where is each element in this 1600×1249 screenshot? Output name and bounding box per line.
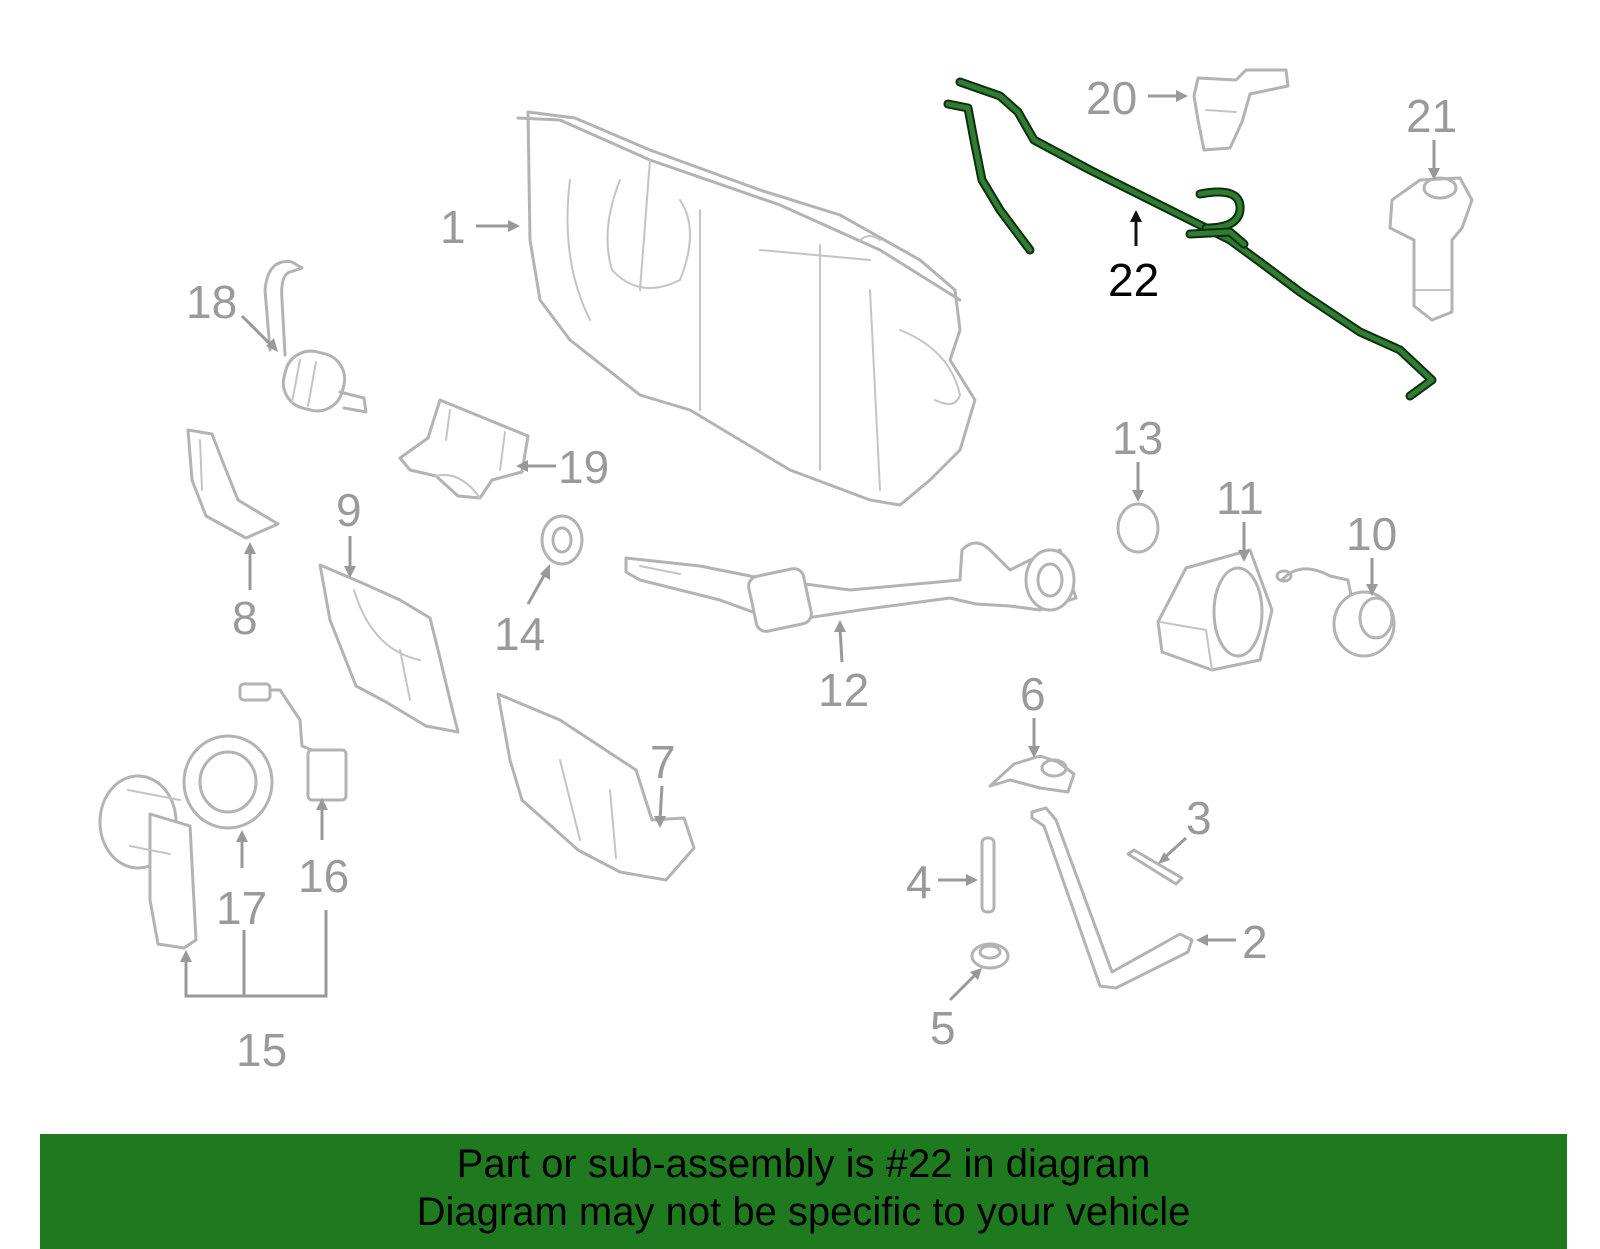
- callout-17: 17: [216, 830, 267, 934]
- callout-5: 5: [930, 968, 982, 1054]
- svg-text:9: 9: [336, 484, 362, 536]
- part-14-grommet: [540, 514, 584, 566]
- callout-11: 11: [1216, 472, 1264, 562]
- part-22-harness: [943, 77, 1437, 401]
- svg-text:21: 21: [1406, 90, 1457, 142]
- callout-1: 1: [440, 201, 520, 253]
- callout-14: 14: [494, 564, 550, 660]
- svg-text:11: 11: [1216, 472, 1264, 524]
- callout-20: 20: [1086, 72, 1188, 124]
- svg-text:22: 22: [1108, 254, 1159, 306]
- part-21-pump: [1388, 176, 1474, 322]
- svg-text:18: 18: [186, 276, 237, 328]
- part-20-valve: [1192, 68, 1290, 152]
- callout-21: 21: [1406, 90, 1457, 180]
- svg-text:13: 13: [1112, 412, 1163, 464]
- svg-text:6: 6: [1020, 668, 1046, 720]
- part-13-o-ring: [1116, 502, 1160, 554]
- part-7-shield: [496, 692, 696, 882]
- callout-9: 9: [336, 484, 362, 578]
- banner-line-2: Diagram may not be specific to your vehi…: [416, 1190, 1191, 1234]
- part-19-bracket: [398, 398, 530, 500]
- part-8-shield: [186, 428, 280, 540]
- part-4-strip: [980, 836, 996, 914]
- svg-text:16: 16: [298, 850, 349, 902]
- part-16-sensor: [238, 682, 348, 802]
- part-3-pad: [1126, 848, 1184, 886]
- part-6-bracket: [988, 754, 1076, 794]
- callout-10: 10: [1346, 508, 1397, 596]
- svg-text:4: 4: [906, 856, 932, 908]
- svg-text:5: 5: [930, 1002, 956, 1054]
- svg-text:7: 7: [650, 736, 676, 788]
- callout-15: 15: [180, 910, 328, 1076]
- callout-3: 3: [1158, 792, 1212, 864]
- part-18-fuel-filter: [263, 260, 368, 414]
- part-2-strap: [1030, 806, 1194, 990]
- svg-text:3: 3: [1186, 792, 1212, 844]
- svg-text:17: 17: [216, 882, 267, 934]
- callout-6: 6: [1020, 668, 1046, 758]
- callout-12: 12: [818, 620, 869, 716]
- svg-text:15: 15: [236, 1024, 287, 1076]
- part-10-fuel-cap: [1275, 567, 1396, 658]
- svg-text:2: 2: [1242, 916, 1268, 968]
- callout-7: 7: [650, 736, 676, 828]
- info-banner: Part or sub-assembly is #22 in diagram D…: [40, 1134, 1567, 1249]
- callout-19: 19: [516, 441, 609, 493]
- callout-18: 18: [186, 276, 278, 352]
- callout-22: 22: [1108, 210, 1159, 306]
- svg-text:20: 20: [1086, 72, 1137, 124]
- svg-text:1: 1: [440, 201, 466, 253]
- svg-text:12: 12: [818, 664, 869, 716]
- svg-text:14: 14: [494, 608, 545, 660]
- part-5-bushing: [970, 942, 1010, 970]
- part-12-filler-pipe: [624, 541, 1078, 633]
- callout-4: 4: [906, 856, 978, 908]
- svg-text:19: 19: [558, 441, 609, 493]
- part-11-housing: [1156, 548, 1274, 672]
- callout-13: 13: [1112, 412, 1163, 502]
- svg-text:8: 8: [232, 592, 258, 644]
- callout-2: 2: [1196, 916, 1268, 968]
- banner-line-1: Part or sub-assembly is #22 in diagram: [456, 1142, 1151, 1186]
- callout-16: 16: [298, 798, 349, 902]
- svg-text:10: 10: [1346, 508, 1397, 560]
- part-1-fuel-tank: [516, 110, 977, 507]
- part-15-sender-module: [98, 774, 198, 950]
- callout-8: 8: [232, 542, 258, 644]
- part-17-gasket: [182, 734, 274, 830]
- part-9-heat-shield: [318, 563, 460, 734]
